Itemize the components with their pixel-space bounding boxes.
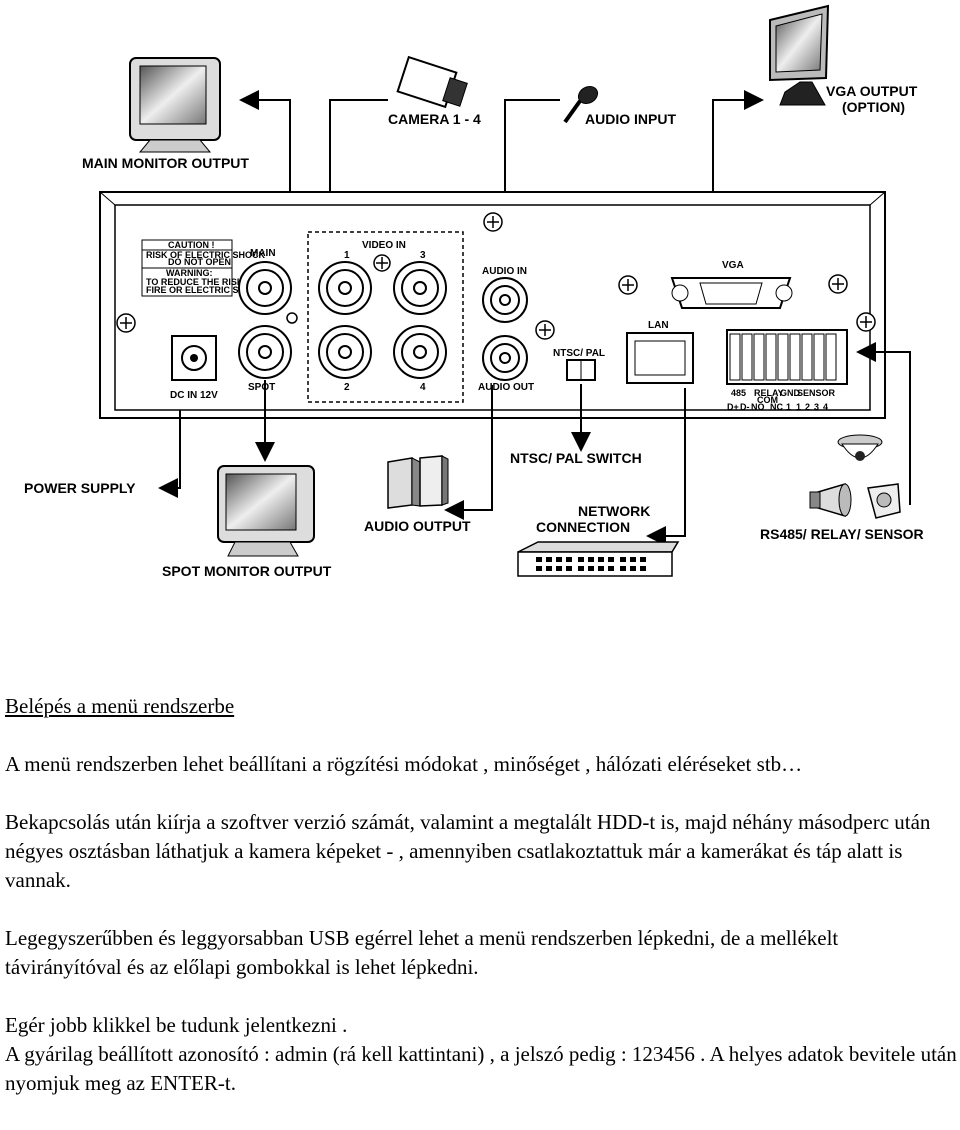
audio-output-line [444, 385, 493, 520]
vga-monitor-icon [769, 4, 830, 106]
motion-sensor-icon [867, 483, 901, 519]
svg-text:NC: NC [770, 402, 783, 412]
svg-text:RISK OF ELECTRIC SHOCK: RISK OF ELECTRIC SHOCK [146, 250, 266, 260]
audio-output-label: AUDIO OUTPUT [364, 518, 471, 534]
siren-icon [809, 482, 852, 518]
svg-text:D-: D- [740, 402, 750, 412]
camera-icon [396, 55, 468, 109]
panel-audio-out-label: AUDIO OUT [478, 382, 534, 393]
lan-port-icon [626, 332, 694, 384]
svg-text:CAUTION !: CAUTION ! [168, 240, 215, 250]
dome-camera-icon [837, 434, 883, 461]
caution-label-box: CAUTION ! RISK OF ELECTRIC SHOCK DO NOT … [141, 239, 266, 297]
panel-spot-label: SPOT [248, 382, 275, 393]
panel-ntsc-pal-label: NTSC/ PAL [553, 348, 605, 359]
ntsc-pal-switch-label: NTSC/ PAL SWITCH [510, 450, 642, 466]
panel-vga-label: VGA [722, 260, 744, 271]
svg-text:485: 485 [731, 388, 746, 398]
document-text: Belépés a menü rendszerbe A menü rendsze… [5, 692, 960, 1098]
bnc-connector-icon [238, 261, 528, 381]
panel-dc-in-label: DC IN 12V [170, 390, 218, 401]
svg-text:FIRE OR ELECTRIC SHOCK: FIRE OR ELECTRIC SHOCK [146, 285, 266, 295]
power-supply-label: POWER SUPPLY [24, 480, 136, 496]
panel-video-in-label: VIDEO IN [362, 240, 406, 251]
terminal-block-icon [726, 329, 848, 385]
svg-text:NO: NO [751, 402, 765, 412]
power-line [158, 410, 181, 498]
svg-text:1: 1 [796, 402, 801, 412]
svg-text:1: 1 [786, 402, 791, 412]
svg-text:SENSOR: SENSOR [797, 388, 836, 398]
svg-text:2: 2 [805, 402, 810, 412]
paragraph-login: Egér jobb klikkel be tudunk jelentkezni … [5, 1013, 348, 1037]
paragraph-startup: Bekapcsolás után kiírja a szoftver verzi… [5, 810, 931, 892]
speaker-icon [387, 455, 449, 509]
svg-text:DO NOT OPEN: DO NOT OPEN [168, 257, 231, 267]
screw-icon [116, 212, 876, 340]
rs485-relay-sensor-label: RS485/ RELAY/ SENSOR [760, 526, 924, 542]
spot-monitor-output-label: SPOT MONITOR OUTPUT [162, 563, 332, 579]
paragraph-navigation: Legegyszerűbben és leggyorsabban USB egé… [5, 926, 839, 979]
network-line [646, 388, 686, 546]
video-in-group-box [307, 231, 464, 403]
rs485-line [856, 342, 911, 505]
svg-text:4: 4 [420, 382, 426, 393]
microphone-icon [563, 85, 599, 124]
paragraph-credentials: A gyárilag beállított azonosító : admin … [5, 1042, 957, 1095]
svg-text:TO REDUCE THE RISK OF: TO REDUCE THE RISK OF [146, 277, 259, 287]
connection-label: CONNECTION [536, 519, 630, 535]
audio-input-label: AUDIO INPUT [585, 111, 676, 127]
svg-text:4: 4 [823, 402, 828, 412]
svg-text:D+: D+ [727, 402, 739, 412]
network-switch-icon [517, 541, 680, 577]
svg-text:RELAY: RELAY [754, 388, 784, 398]
vga-port-icon [670, 277, 793, 309]
panel-lan-label: LAN [648, 320, 669, 331]
vga-output-label: VGA OUTPUT [826, 83, 918, 99]
dvr-rear-panel-diagram: MAIN MONITOR OUTPUT CAMERA 1 - 4 AUDIO I… [24, 4, 924, 579]
main-monitor-icon [129, 57, 221, 153]
svg-text:3: 3 [420, 250, 426, 261]
svg-text:3: 3 [814, 402, 819, 412]
paragraph-menu-intro: A menü rendszerben lehet beállítani a rö… [5, 752, 803, 776]
network-label: NETWORK [578, 503, 650, 519]
svg-text:WARNING:: WARNING: [166, 268, 213, 278]
vga-option-label: (OPTION) [842, 99, 905, 115]
camera-line [320, 99, 388, 248]
svg-text:GND: GND [780, 388, 801, 398]
camera-label: CAMERA 1 - 4 [388, 111, 481, 127]
panel-main-label: MAIN [250, 248, 276, 259]
svg-text:1: 1 [344, 250, 350, 261]
section-heading: Belépés a menü rendszerbe [5, 694, 235, 718]
dc-in-jack-icon [171, 335, 217, 381]
main-monitor-output-label: MAIN MONITOR OUTPUT [82, 155, 249, 171]
svg-text:COM: COM [757, 395, 778, 405]
panel-audio-in-label: AUDIO IN [482, 266, 527, 277]
spot-monitor-icon [217, 465, 315, 557]
svg-text:2: 2 [344, 382, 350, 393]
